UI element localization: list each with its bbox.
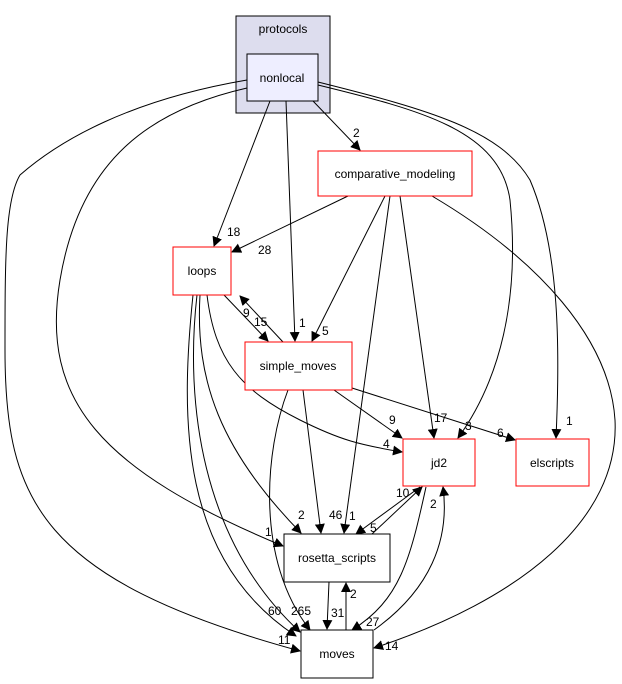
edge-label: 6 xyxy=(497,426,504,440)
node-loops[interactable]: loops xyxy=(172,246,232,296)
edge-label: 1 xyxy=(299,316,306,330)
edge-label: 15 xyxy=(254,315,268,329)
edge-label: 28 xyxy=(258,243,272,257)
edge-label: 4 xyxy=(383,437,390,451)
edge-label: 5 xyxy=(370,521,377,535)
node-moves[interactable]: moves xyxy=(300,629,374,679)
node-label: rosetta_scripts xyxy=(298,551,376,565)
edge-label: 1 xyxy=(566,414,573,428)
edge-label: 2 xyxy=(430,497,437,511)
edge-nonlocal-simple xyxy=(285,100,300,342)
edge-comparative-jd2 xyxy=(399,195,438,439)
edge-comparative-loops xyxy=(231,195,349,253)
edge-label: 265 xyxy=(291,604,311,618)
edge-simple-rosetta xyxy=(302,389,325,534)
edge-rosetta-moves xyxy=(322,581,333,630)
edges xyxy=(4,79,616,654)
node-rosetta-scripts[interactable]: rosetta_scripts xyxy=(283,533,391,583)
edge-moves-jd2 xyxy=(373,486,450,631)
node-simple-moves[interactable]: simple_moves xyxy=(244,341,353,391)
node-label: comparative_modeling xyxy=(335,167,456,181)
edge-jd2-moves xyxy=(351,486,427,631)
edge-comparative-simple xyxy=(311,195,386,342)
edge-jd2-rosetta xyxy=(355,486,421,535)
edge-label: 1 xyxy=(265,525,272,539)
edge-loops-rosetta xyxy=(198,294,302,534)
edge-nonlocal-rosetta xyxy=(55,87,284,548)
edge-label: 14 xyxy=(385,639,399,653)
edge-label: 9 xyxy=(243,306,250,320)
edge-label: 1 xyxy=(349,509,356,523)
node-jd2[interactable]: jd2 xyxy=(402,438,476,487)
edge-label: 3 xyxy=(465,419,472,433)
edge-label: 2 xyxy=(298,508,305,522)
edge-simple-loops xyxy=(239,295,284,343)
node-label: jd2 xyxy=(430,456,447,470)
edge-simple-moves xyxy=(269,389,311,631)
edge-label: 11 xyxy=(278,633,291,647)
edge-simple-jd2 xyxy=(333,389,403,439)
edge-comparative-rosetta xyxy=(340,195,391,534)
node-elscripts[interactable]: elscripts xyxy=(515,438,590,487)
node-label: elscripts xyxy=(530,456,574,470)
edge-label: 5 xyxy=(322,324,329,338)
edge-nonlocal-jd2 xyxy=(317,84,514,439)
edge-label: 2 xyxy=(353,126,360,140)
edge-nonlocal-comparative xyxy=(312,100,361,151)
node-label: moves xyxy=(319,647,354,661)
edge-label: 18 xyxy=(227,225,241,239)
cluster-label: protocols xyxy=(259,22,308,36)
edge-simple-elscripts xyxy=(351,387,516,443)
node-label: simple_moves xyxy=(260,359,337,373)
edge-nonlocal-loops xyxy=(212,100,271,247)
edge-label: 60 xyxy=(268,604,282,618)
edge-label: 46 xyxy=(329,508,343,522)
edge-nonlocal-moves xyxy=(4,79,301,654)
edge-loops-moves xyxy=(193,294,301,633)
edge-label: 10 xyxy=(396,486,410,500)
edge-loops-jd2 xyxy=(206,294,403,456)
edge-comparative-moves xyxy=(373,195,616,650)
edge-rosetta-jd2 xyxy=(371,486,423,535)
node-label: loops xyxy=(188,264,217,278)
edge-labels: 2 18 1 3 1 1 11 28 5 17 1 14 15 9 4 2 26… xyxy=(227,126,573,653)
edge-label: 27 xyxy=(366,615,380,629)
edge-loops-simple xyxy=(223,294,269,342)
edge-label: 9 xyxy=(389,413,396,427)
node-label: nonlocal xyxy=(260,71,305,85)
edge-loops-moves-2 xyxy=(186,294,297,637)
edge-label: 31 xyxy=(331,606,345,620)
node-nonlocal[interactable]: nonlocal xyxy=(246,53,319,102)
edge-nonlocal-elscripts xyxy=(317,81,562,439)
node-comparative-modeling[interactable]: comparative_modeling xyxy=(317,150,473,197)
edge-label: 2 xyxy=(350,587,357,601)
edge-label: 17 xyxy=(434,411,448,425)
